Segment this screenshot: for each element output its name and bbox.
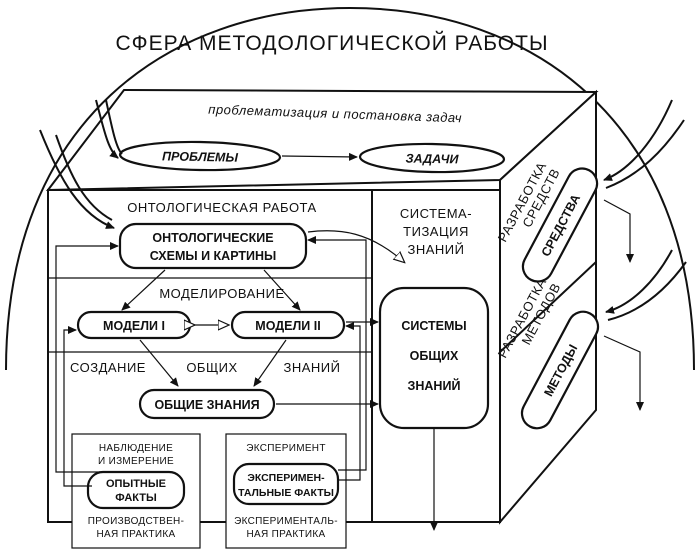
svg-text:МОДЕЛИ I: МОДЕЛИ I: [103, 319, 165, 333]
schemes-to-model1-arrow: [121, 269, 166, 311]
systems-node: СИСТЕМЫ ОБЩИХ ЗНАНИЙ: [378, 286, 490, 430]
svg-text:ОБЩИЕ ЗНАНИЯ: ОБЩИЕ ЗНАНИЯ: [154, 398, 259, 412]
schemes-to-model2-arrow: [263, 269, 301, 311]
creation-label-3: ЗНАНИЙ: [284, 360, 341, 375]
problems-node: ПРОБЛЕМЫ: [118, 140, 282, 172]
model1-to-general-arrow: [139, 339, 179, 387]
systematization-label-3: ЗНАНИЙ: [408, 242, 465, 257]
systematization-label-2: ТИЗАЦИЯ: [403, 224, 469, 239]
experience-facts-node: ОПЫТНЫЕ ФАКТЫ: [86, 470, 186, 510]
expfacts-to-schemes-line: [307, 236, 367, 471]
creation-label-2: ОБЩИХ: [186, 360, 237, 375]
methods-output-arrow: [603, 335, 644, 411]
sphere-arc: [5, 6, 695, 371]
sphere-title: СФЕРА МЕТОДОЛОГИЧЕСКОЙ РАБОТЫ: [115, 31, 548, 55]
observation-label-1: НАБЛЮДЕНИЕ: [99, 443, 173, 454]
entry-arrow-left-2: [55, 134, 113, 221]
svg-text:ОНТОЛОГИЧЕСКИЕ: ОНТОЛОГИЧЕСКИЕ: [152, 231, 273, 245]
experimental-practice-label-2: НАЯ ПРАКТИКА: [247, 529, 326, 540]
svg-text:ТАЛЬНЫЕ ФАКТЫ: ТАЛЬНЫЕ ФАКТЫ: [238, 487, 334, 499]
right-entry-arrow-2b: [607, 261, 687, 321]
experimental-practice-label-1: ЭКСПЕРИМЕНТАЛЬ-: [234, 516, 338, 527]
tasks-node: ЗАДАЧИ: [358, 142, 506, 174]
model-2-node: МОДЕЛИ II: [230, 310, 346, 340]
svg-text:ЭКСПЕРИМЕН-: ЭКСПЕРИМЕН-: [247, 472, 325, 484]
experiment-label: ЭКСПЕРИМЕНТ: [246, 443, 325, 454]
ontological-schemes-node: ОНТОЛОГИЧЕСКИЕ СХЕМЫ И КАРТИНЫ: [118, 222, 308, 270]
production-practice-label-1: ПРОИЗВОДСТВЕН-: [88, 516, 184, 527]
modeling-label: МОДЕЛИРОВАНИЕ: [159, 286, 284, 301]
facts-to-schemes-line: [55, 242, 119, 473]
right-entry-arrow-1: [603, 99, 673, 181]
entry-arrow-top: [95, 99, 119, 159]
facts-to-model1-line: [63, 326, 92, 487]
experimental-facts-node: ЭКСПЕРИМЕН- ТАЛЬНЫЕ ФАКТЫ: [232, 462, 340, 506]
svg-text:ЗНАНИЙ: ЗНАНИЙ: [408, 378, 461, 393]
systematization-label-1: СИСТЕМА-: [400, 206, 472, 221]
schemes-to-systematization-arrow: [307, 230, 404, 262]
svg-text:ОБЩИХ: ОБЩИХ: [410, 349, 459, 363]
methods-node: МЕТОДЫ: [520, 310, 600, 430]
production-practice-label-2: НАЯ ПРАКТИКА: [97, 529, 176, 540]
svg-text:СХЕМЫ И КАРТИНЫ: СХЕМЫ И КАРТИНЫ: [150, 249, 277, 263]
svg-text:ЗАДАЧИ: ЗАДАЧИ: [405, 152, 459, 167]
svg-text:МОДЕЛИ II: МОДЕЛИ II: [255, 319, 320, 333]
svg-text:СИСТЕМЫ: СИСТЕМЫ: [401, 319, 466, 333]
model2-to-general-arrow: [253, 339, 287, 387]
right-entry-arrow-1b: [605, 119, 685, 189]
expfacts-to-model2-line: [338, 322, 361, 481]
svg-text:ПРОБЛЕМЫ: ПРОБЛЕМЫ: [162, 149, 239, 164]
svg-text:ФАКТЫ: ФАКТЫ: [115, 492, 157, 504]
right-entry-arrow-2: [605, 249, 673, 314]
creation-label-1: СОЗДАНИЕ: [70, 360, 146, 375]
side-divider: [499, 261, 597, 353]
general-knowledge-node: ОБЩИЕ ЗНАНИЯ: [138, 388, 276, 420]
observation-label-2: И ИЗМЕРЕНИЕ: [98, 456, 174, 467]
entry-arrow-top-2: [105, 99, 123, 155]
svg-text:ОПЫТНЫЕ: ОПЫТНЫЕ: [106, 478, 166, 490]
problems-to-tasks-arrow: [281, 152, 358, 161]
tools-output-arrow: [603, 199, 634, 263]
entry-arrow-left: [39, 129, 115, 229]
model-1-node: МОДЕЛИ I: [76, 310, 192, 340]
ontological-work-label: ОНТОЛОГИЧЕСКАЯ РАБОТА: [127, 200, 316, 215]
